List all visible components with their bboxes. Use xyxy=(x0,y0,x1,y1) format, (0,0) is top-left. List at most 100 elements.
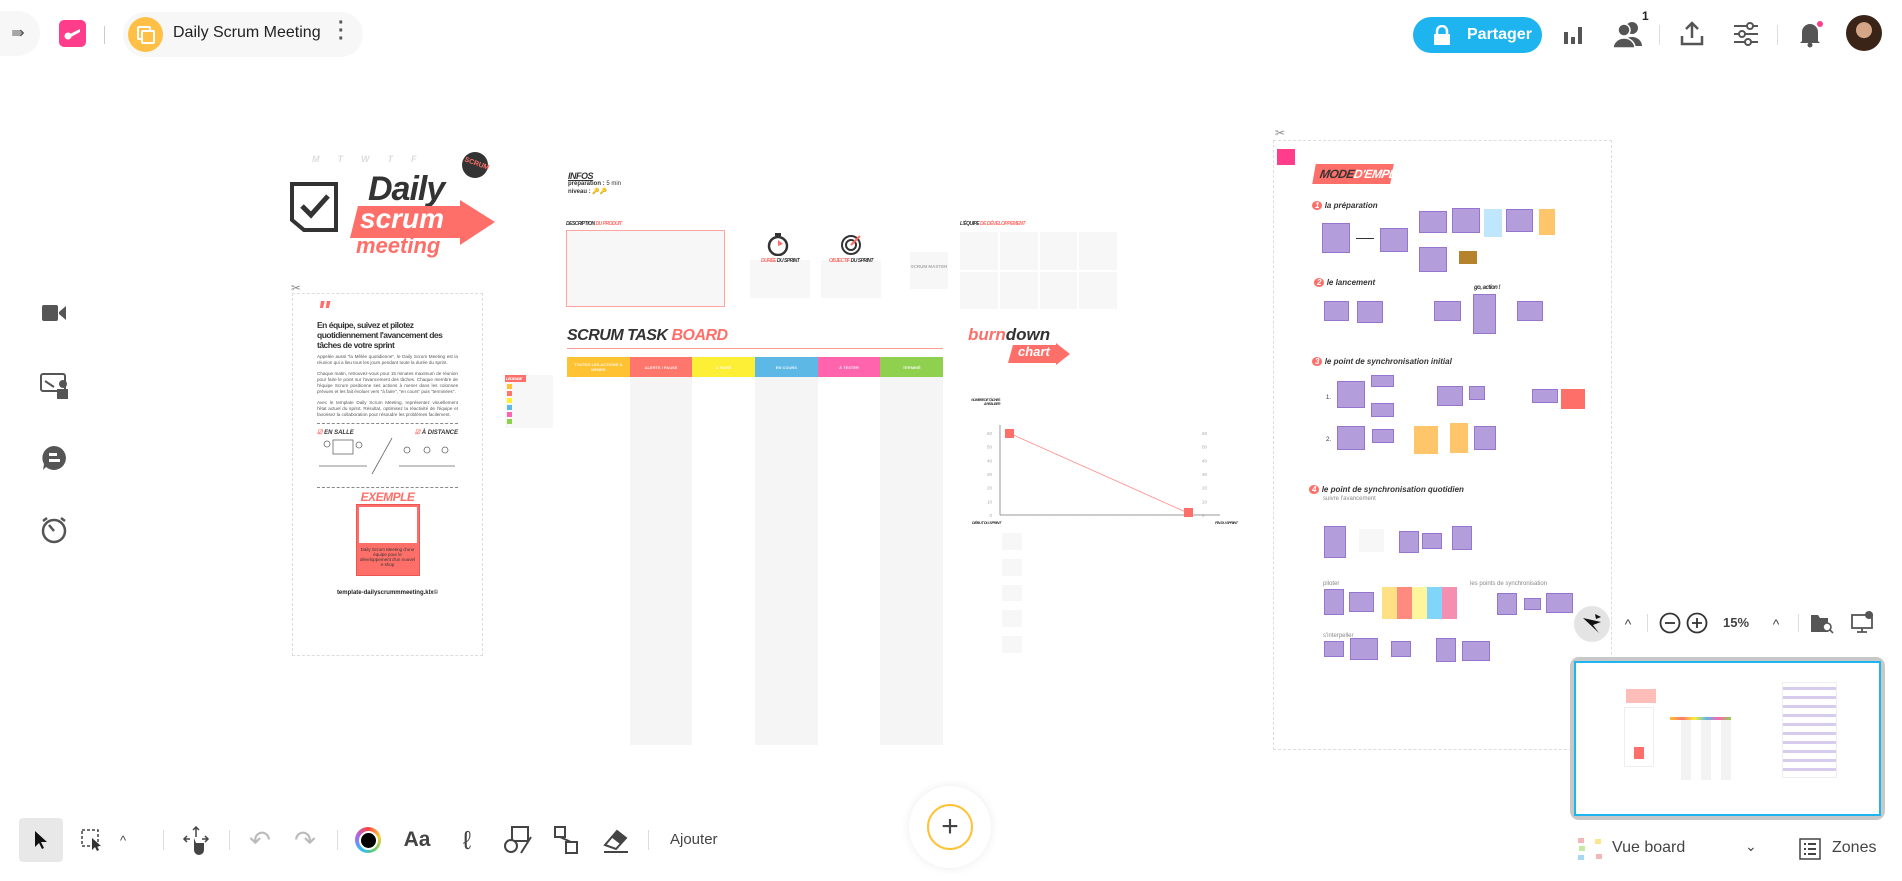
go-action-label: go, action ! xyxy=(1474,285,1501,291)
board-column[interactable]: ALERTE / PAUSE xyxy=(629,357,693,745)
timer-icon[interactable] xyxy=(40,516,68,544)
y-tick-label-right: 50 xyxy=(1202,445,1208,450)
in-room-label: ☑ EN SALLE xyxy=(317,430,354,436)
sprint-end-label: FIN DU SPRINT xyxy=(1215,520,1238,525)
zones-button[interactable]: Zones xyxy=(1832,839,1877,856)
team-grid[interactable] xyxy=(960,232,1117,309)
share-button[interactable]: Partager xyxy=(1413,17,1542,53)
zoom-out-button[interactable] xyxy=(1659,612,1681,634)
pan-tool-button[interactable] xyxy=(176,820,216,860)
eraser-icon xyxy=(603,829,628,853)
x-tick-mark: · xyxy=(1172,517,1173,521)
minimap-viewport[interactable] xyxy=(1574,661,1881,816)
y-tick-label: 50 xyxy=(987,445,993,450)
user-guide-panel[interactable]: MODED'EMPLOI 1 la préparation 2 le lance… xyxy=(1273,140,1612,750)
horn-icon xyxy=(64,29,80,40)
board-title-pill[interactable]: Daily Scrum Meeting ··· xyxy=(123,12,363,57)
board-title: Daily Scrum Meeting xyxy=(173,24,321,41)
scissors-icon: ✂ xyxy=(1275,126,1286,140)
y-tick-label-right: 0 xyxy=(1202,513,1205,518)
text-icon: Aa xyxy=(403,828,431,851)
sidebar-toggle-button[interactable]: ⇛ xyxy=(0,11,40,56)
example-caption: Daily Scrum Meeting d'une équipe pour le… xyxy=(360,547,415,567)
scrum-master-box[interactable]: SCRUM MASTER xyxy=(910,252,948,289)
video-call-icon[interactable] xyxy=(42,303,66,323)
board-column[interactable]: EN COURS xyxy=(755,357,818,745)
shapes-icon xyxy=(504,826,532,854)
legend[interactable]: LÉGENDE xyxy=(505,375,553,428)
stats-icon[interactable] xyxy=(1562,22,1586,46)
undo-button[interactable]: ↶ xyxy=(240,820,280,860)
board-column[interactable]: TERMINÉ xyxy=(880,357,944,745)
redo-button[interactable]: ↷ xyxy=(285,820,325,860)
y-tick-label: 30 xyxy=(987,472,993,477)
hand-move-icon xyxy=(182,825,210,855)
start-marker xyxy=(1005,429,1014,438)
draw-tool-button[interactable]: ℓ xyxy=(447,820,487,860)
scrum-badge: SCRUM xyxy=(462,152,490,178)
sprint-duration-box[interactable] xyxy=(750,260,810,298)
x-tick-mark: · xyxy=(1192,517,1193,521)
stopwatch-icon xyxy=(767,233,789,256)
users-icon[interactable] xyxy=(1613,20,1643,48)
infos-block[interactable]: INFOS préparation : 5 min niveau : 🔑🔑 xyxy=(568,171,622,196)
chat-icon[interactable] xyxy=(41,445,67,471)
board-column[interactable]: À TESTER xyxy=(817,357,881,745)
row-number: 1. xyxy=(1326,395,1332,401)
y-tick-label: 20 xyxy=(987,486,993,491)
board-column-header: ALERTE / PAUSE xyxy=(629,357,693,377)
display-settings-icon[interactable] xyxy=(1851,610,1875,634)
more-options-icon[interactable]: ··· xyxy=(338,12,345,50)
user-avatar[interactable] xyxy=(1846,15,1882,51)
intro-paragraph: Avec le template Daily Scrum Meeting, re… xyxy=(317,400,458,417)
sprint-goal-box[interactable] xyxy=(821,260,881,298)
export-icon[interactable] xyxy=(1680,21,1704,47)
minimap[interactable] xyxy=(1570,657,1885,820)
x-tick-mark: · xyxy=(1152,517,1153,521)
chevron-up-icon[interactable]: ^ xyxy=(1624,616,1632,632)
intro-paragraph: Appelée aussi "la Mêlée quotidienne", le… xyxy=(317,354,458,365)
presentation-icon[interactable] xyxy=(40,373,70,399)
zoom-level[interactable]: 15% xyxy=(1723,615,1750,630)
text-tool-button[interactable]: Aa xyxy=(397,820,437,860)
eraser-tool-button[interactable] xyxy=(596,820,636,860)
board-column[interactable]: TOUTES LES ACTIONS À MENER xyxy=(567,357,630,745)
select-tool-button[interactable] xyxy=(19,818,63,862)
settings-sliders-icon[interactable] xyxy=(1733,22,1759,46)
board-column-header: TOUTES LES ACTIONS À MENER xyxy=(567,357,630,377)
example-thumbnail[interactable]: Daily Scrum Meeting d'une équipe pour le… xyxy=(355,504,420,576)
add-content-button[interactable]: + xyxy=(909,786,991,868)
color-picker-button[interactable] xyxy=(348,820,388,860)
connector-tool-button[interactable] xyxy=(546,820,586,860)
zones-list-icon xyxy=(1799,838,1821,860)
add-button[interactable]: Ajouter xyxy=(670,831,718,848)
y-tick-label-right: 60 xyxy=(1202,431,1208,436)
board-column-header: EN COURS xyxy=(755,357,818,377)
intro-card[interactable]: " En équipe, suivez et pilotez quotidien… xyxy=(292,293,483,656)
logo-daily: Daily xyxy=(368,170,445,208)
follow-label: suivre l'avancement xyxy=(1323,496,1376,502)
product-description-box[interactable] xyxy=(566,230,725,307)
follow-cursor-button[interactable] xyxy=(1574,606,1610,642)
chevron-down-icon[interactable]: ⌄ xyxy=(1745,838,1757,854)
chevron-up-icon[interactable]: ^ xyxy=(119,832,127,848)
logo-meeting: meeting xyxy=(356,233,441,258)
area-select-button[interactable] xyxy=(72,820,112,860)
chevron-up-icon[interactable]: ^ xyxy=(1772,616,1780,632)
app-logo[interactable] xyxy=(59,20,86,47)
interpellate-label: s'interpeller xyxy=(1323,633,1354,639)
board-column[interactable]: À FAIRE xyxy=(692,357,756,745)
search-folder-icon[interactable] xyxy=(1810,612,1834,634)
template-footer: template-dailyscrummmeeting.klx© xyxy=(336,590,439,596)
board-icon xyxy=(128,17,163,52)
zoom-in-button[interactable] xyxy=(1686,612,1708,634)
notifications-bell-icon[interactable] xyxy=(1798,20,1824,48)
shape-tool-button[interactable] xyxy=(497,820,537,860)
view-selector[interactable]: Vue board xyxy=(1612,839,1686,856)
guide-thumbnail xyxy=(1277,149,1295,165)
board-view-icon xyxy=(1578,838,1602,860)
